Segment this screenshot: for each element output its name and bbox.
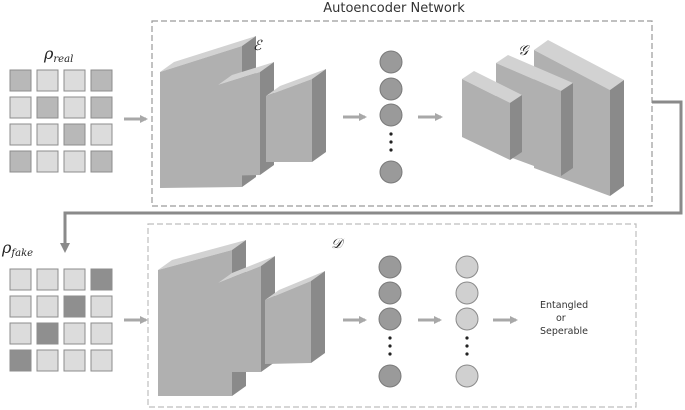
encoder-layer-2 [218, 62, 274, 176]
encoder-label: ℰ [253, 38, 263, 54]
grid-cell [63, 123, 86, 146]
grid-cell [36, 96, 59, 119]
grid-cell [63, 349, 86, 372]
grid-cell [36, 322, 59, 345]
discriminator-layers [158, 240, 325, 396]
latent-nodes [379, 50, 403, 184]
flow-arrows [124, 113, 518, 324]
grid-cell [9, 123, 32, 146]
grid-cell [63, 322, 86, 345]
grid-cell [9, 69, 32, 92]
grid-cell [36, 69, 59, 92]
rho-fake-label: ρfake [1, 238, 33, 259]
grid-cell [90, 349, 113, 372]
grid-cell [9, 150, 32, 173]
grid-cell [90, 123, 113, 146]
grid-cell [9, 349, 32, 372]
grid-cell [90, 322, 113, 345]
grid-cell [63, 150, 86, 173]
grid-cell [63, 96, 86, 119]
grid-cell [90, 96, 113, 119]
network-title: Autoencoder Network [323, 1, 465, 16]
grid-cell [90, 268, 113, 291]
rho-real-grid [9, 69, 113, 173]
encoder-layers [160, 36, 326, 188]
discriminator-label: 𝒟 [331, 236, 345, 252]
grid-cell [63, 69, 86, 92]
grid-cell [63, 268, 86, 291]
grid-cell [90, 295, 113, 318]
generator-layers [462, 40, 624, 196]
rho-real-label: ρreal [43, 44, 73, 65]
grid-cell [9, 322, 32, 345]
grid-cell [9, 96, 32, 119]
grid-cell [63, 295, 86, 318]
generator-label: 𝒢 [518, 43, 530, 59]
grid-cell [36, 268, 59, 291]
encoder-layer-3 [266, 69, 326, 162]
grid-cell [90, 69, 113, 92]
discriminator-box [147, 223, 637, 408]
generator-layer-3 [462, 71, 522, 160]
rho-fake-grid [9, 268, 113, 372]
grid-cell [36, 150, 59, 173]
grid-cell [90, 150, 113, 173]
discriminator-nodes-light [455, 255, 479, 388]
grid-cell [36, 295, 59, 318]
grid-cell [9, 295, 32, 318]
connector-generator-to-fake [60, 100, 683, 253]
output-label: Entangled or Seperable [540, 300, 591, 337]
grid-cell [36, 123, 59, 146]
discriminator-layer-3 [265, 271, 325, 364]
grid-cell [9, 268, 32, 291]
grid-cell [36, 349, 59, 372]
discriminator-nodes-dark [378, 255, 402, 388]
